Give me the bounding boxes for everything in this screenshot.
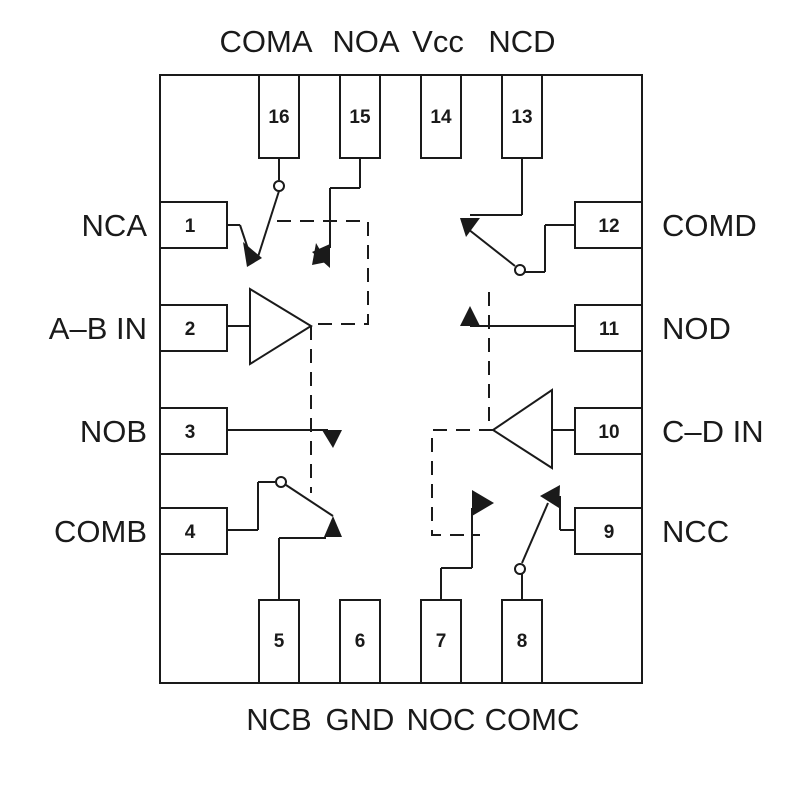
label-pin5: NCB: [246, 702, 311, 737]
pin-1-number: 1: [185, 216, 196, 237]
amplifier-cd: [431, 292, 575, 536]
pin-10: 10: [574, 407, 643, 455]
package-outline: [159, 74, 643, 684]
pin-6-number: 6: [355, 631, 366, 652]
pin-7: 7: [420, 599, 462, 684]
label-pin3: NOB: [80, 414, 147, 449]
pin-5-number: 5: [274, 631, 285, 652]
pin-16-number: 16: [268, 107, 289, 128]
pin-15: 15: [339, 74, 381, 159]
label-pin6: GND: [326, 702, 395, 737]
pin-6: 6: [339, 599, 381, 684]
pin-12-number: 12: [598, 216, 619, 237]
pin-5: 5: [258, 599, 300, 684]
pin-10-number: 10: [598, 422, 619, 443]
label-pin11: NOD: [662, 311, 731, 346]
pin-7-number: 7: [436, 631, 447, 652]
pin-8-number: 8: [517, 631, 528, 652]
pin-14: 14: [420, 74, 462, 159]
pin-13-number: 13: [511, 107, 532, 128]
label-pin14: Vcc: [412, 24, 464, 59]
pin-2: 2: [159, 304, 228, 352]
switch-d-pivot: [514, 264, 526, 276]
pin-14-number: 14: [430, 107, 452, 128]
pin-16: 16: [258, 74, 300, 159]
pin-11: 11: [574, 304, 643, 352]
pin-4: 4: [159, 507, 228, 555]
switch-a: [227, 158, 369, 325]
pin-2-number: 2: [185, 319, 196, 340]
pin-13: 13: [501, 74, 543, 159]
pin-11-number: 11: [599, 319, 620, 340]
switch-d: [460, 158, 575, 327]
switch-b-pivot: [275, 476, 287, 488]
label-pin7: NOC: [407, 702, 476, 737]
pin-9-number: 9: [604, 522, 615, 543]
pin-15-number: 15: [349, 107, 371, 128]
label-pin2: A–B IN: [49, 311, 147, 346]
label-pin4: COMB: [54, 514, 147, 549]
label-pin16: COMA: [220, 24, 313, 59]
switch-c: [440, 485, 575, 600]
pin-4-number: 4: [185, 522, 196, 543]
switch-b: [227, 429, 342, 600]
label-pin13: NCD: [488, 24, 555, 59]
label-pin9: NCC: [662, 514, 729, 549]
switch-a-pivot: [273, 180, 285, 192]
label-pin10: C–D IN: [662, 414, 764, 449]
pin-3: 3: [159, 407, 228, 455]
pin-1: 1: [159, 201, 228, 249]
label-pin8: COMC: [485, 702, 580, 737]
pin-12: 12: [574, 201, 643, 249]
label-pin12: COMD: [662, 208, 757, 243]
label-pin15: NOA: [332, 24, 400, 59]
pin-9: 9: [574, 507, 643, 555]
label-pin1: NCA: [82, 208, 148, 243]
amplifier-ab: [227, 287, 313, 493]
switch-c-pivot: [514, 563, 526, 575]
pin-8: 8: [501, 599, 543, 684]
pin-3-number: 3: [185, 422, 196, 443]
